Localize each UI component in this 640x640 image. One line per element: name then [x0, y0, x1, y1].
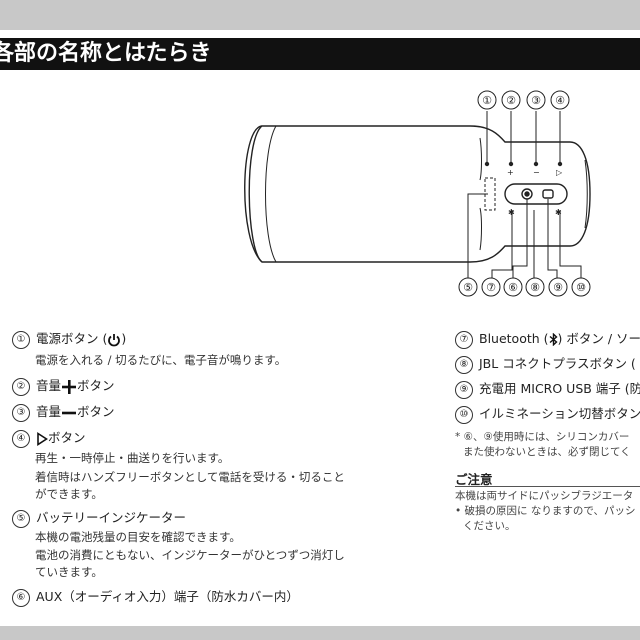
desc-play-2: 着信時はハンズフリーボタンとして電話を受ける・切ること	[35, 470, 345, 484]
top-margin-band	[0, 0, 640, 30]
callout-5: ⑤	[463, 281, 473, 294]
desc-battery-3: ていきます。	[35, 565, 103, 579]
connector-pill	[504, 183, 568, 205]
play-icon	[37, 431, 48, 446]
bottom-margin-band	[0, 626, 640, 640]
caution-title: ご注意	[455, 472, 493, 487]
callout-9: ⑨	[553, 281, 563, 294]
callout-2: ②	[506, 94, 516, 107]
caution-line-2: • 破損の原因に なりますので、パッシ	[455, 505, 636, 517]
power-icon	[108, 333, 121, 346]
caution-line-3: ください。	[463, 520, 516, 532]
caution-divider	[455, 486, 640, 487]
svg-text:✱: ✱	[555, 208, 562, 217]
desc-power: 電源を入れる / 切るたびに、電子音が鳴ります。	[35, 353, 287, 367]
speaker-diagram: + − ▷ ✱ ✱ ① ② ③ ④ ⑤ ⑦ ⑥ ⑧ ⑨ ⑩	[244, 90, 591, 297]
plus-icon	[62, 379, 77, 394]
footnote-line-1: * ⑥、⑨使用時には、シリコンカバー	[455, 431, 630, 443]
section-title: 各部の名称とはたらき	[0, 41, 212, 66]
svg-text:+: +	[507, 168, 514, 177]
svg-text:−: −	[533, 168, 540, 177]
svg-text:▷: ▷	[556, 168, 563, 177]
bluetooth-icon	[549, 333, 558, 346]
callout-8: ⑧	[530, 281, 540, 294]
callout-10: ⑩	[576, 281, 586, 294]
section-title-bar: 各部の名称とはたらき	[0, 38, 640, 70]
desc-battery-2: 電池の消費にともない、インジケーターがひとつずつ消灯し	[35, 548, 345, 562]
desc-battery-1: 本機の電池残量の目安を確認できます。	[35, 530, 241, 544]
speaker-body	[248, 125, 591, 263]
speaker-left-cap	[244, 125, 263, 263]
callout-3: ③	[531, 94, 541, 107]
callout-7: ⑦	[486, 281, 496, 294]
caution-line-1: 本機は両サイドにパッシブラジエータ	[455, 490, 634, 502]
desc-play-1: 再生・一時停止・曲送りを行います。	[35, 451, 230, 465]
minus-icon	[62, 411, 77, 414]
callout-6: ⑥	[508, 281, 518, 294]
callout-4: ④	[555, 94, 565, 107]
control-panel	[479, 137, 482, 251]
desc-play-3: ができます。	[35, 487, 103, 501]
callout-1: ①	[482, 94, 492, 107]
footnote-line-2: また使わないときは、必ず閉じてく	[463, 446, 631, 458]
